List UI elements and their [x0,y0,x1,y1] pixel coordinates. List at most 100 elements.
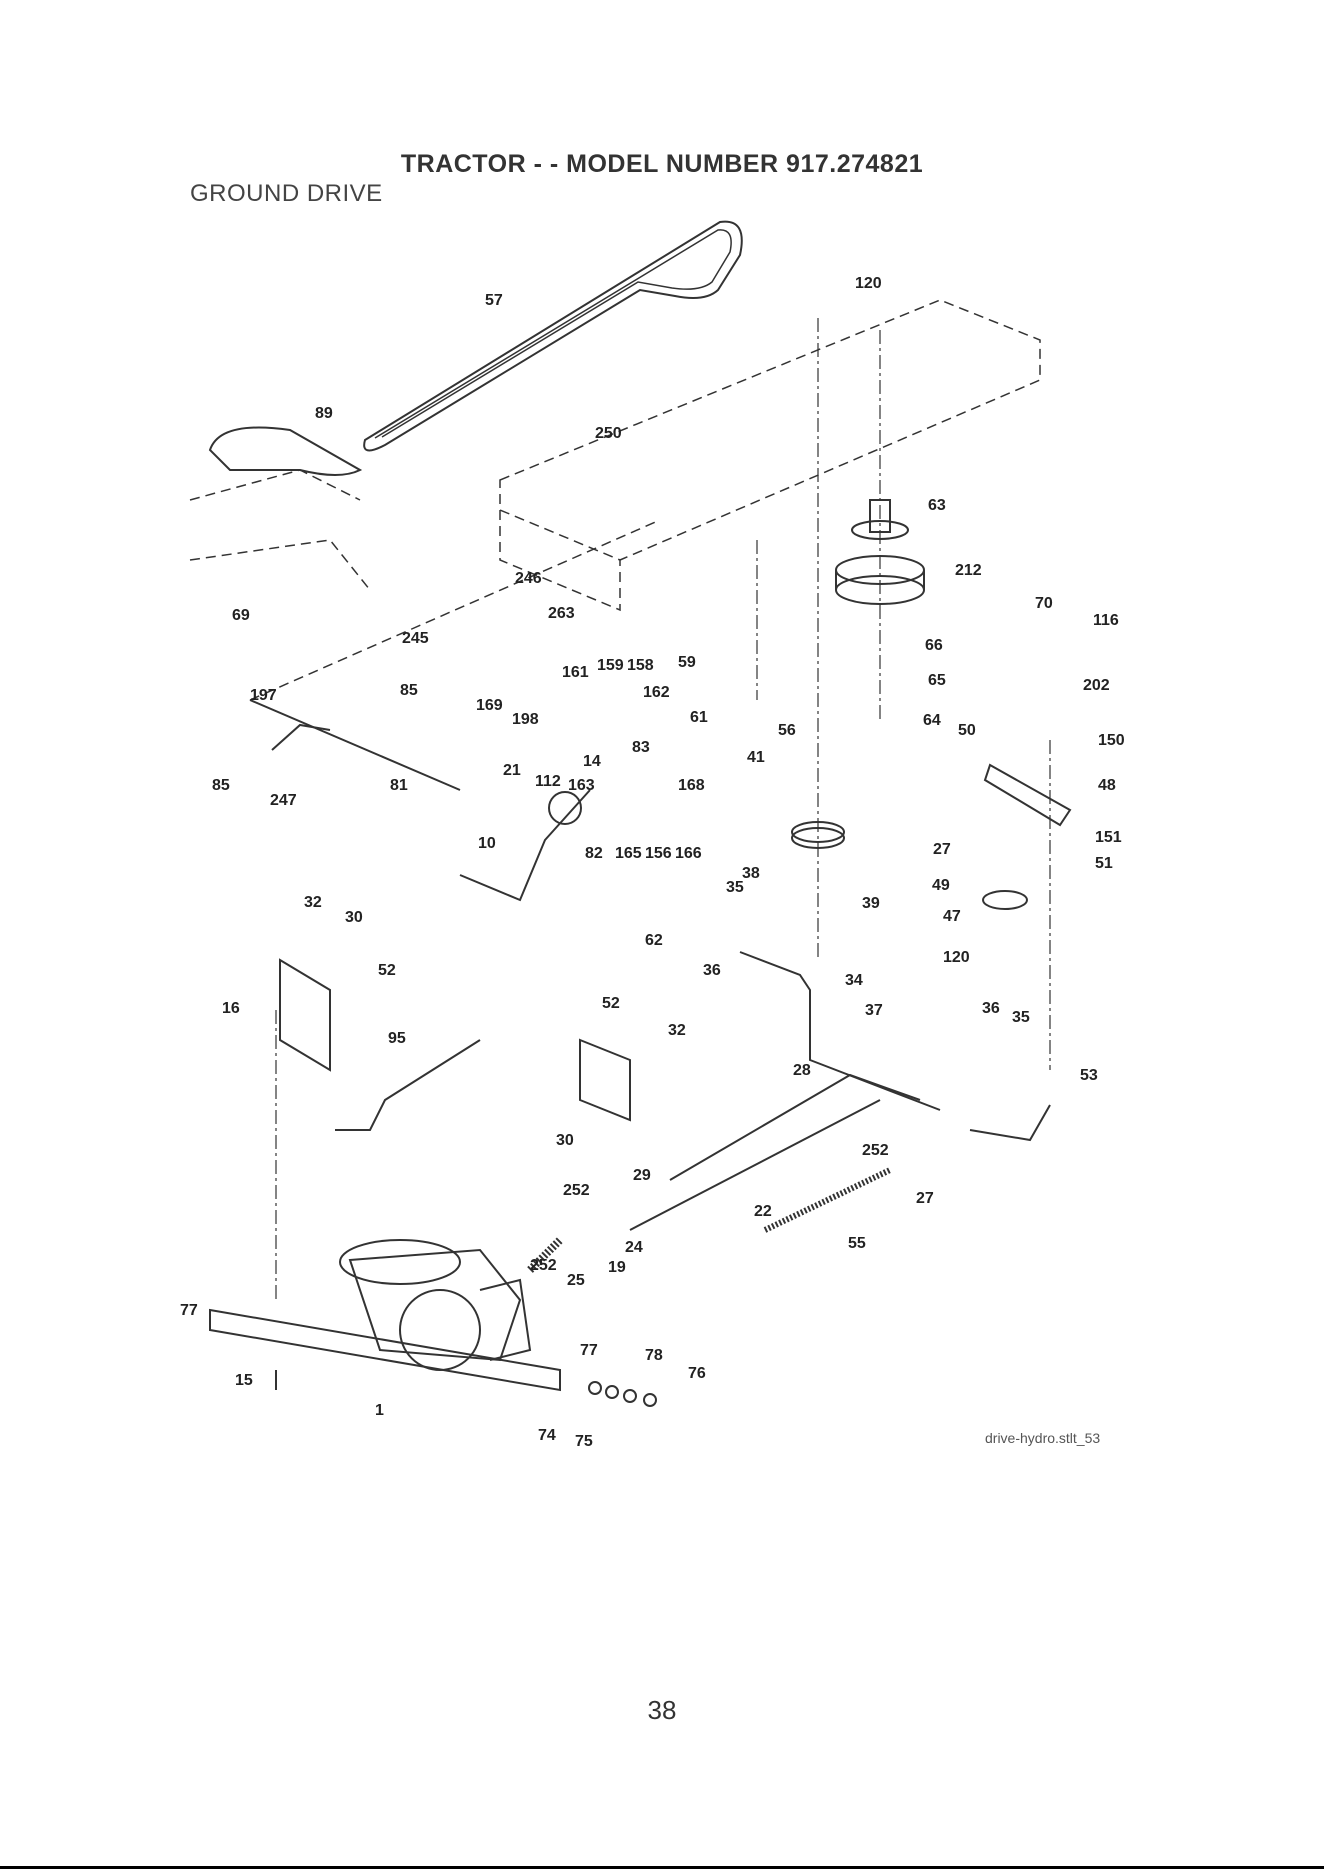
callout-labels: 57 120 89 250 63 212 70 116 69 246 263 2… [180,275,1125,1450]
linkage-rod-34 [739,951,941,1111]
callout-label: 82 [585,845,603,862]
callout-label: 57 [485,292,503,309]
callout-label: 35 [1012,1009,1030,1026]
callout-label: 70 [1035,595,1053,612]
callout-label: 151 [1095,829,1122,846]
callout-label: 112 [535,773,561,790]
callout-label: 53 [1080,1067,1098,1084]
idler-pulley-2 [982,890,1028,910]
callout-label: 56 [778,722,796,739]
callout-label: 55 [848,1235,866,1252]
callout-label: 252 [862,1142,889,1159]
callout-label: 36 [982,1000,1000,1017]
callout-label: 116 [1093,612,1119,629]
callout-label: 120 [855,275,882,292]
callout-label: 39 [862,895,880,912]
callout-label: 29 [633,1167,651,1184]
callout-label: 212 [955,562,982,579]
callout-label: 81 [390,777,408,794]
callout-label: 168 [678,777,705,794]
callout-label: 246 [515,570,542,587]
callout-label: 263 [548,605,575,622]
callout-label: 15 [235,1372,253,1389]
callout-label: 252 [530,1257,557,1274]
callout-label: 156 [645,845,672,862]
callout-label: 30 [556,1132,574,1149]
transaxle [209,1239,561,1392]
control-rod-95 [335,1039,481,1131]
shift-lever [459,789,591,902]
callout-label: 28 [793,1062,811,1079]
linkage-rod-22 [629,1099,881,1231]
callout-label: 63 [928,497,946,514]
callout-label: 150 [1098,732,1125,749]
callout-label: 245 [402,630,429,647]
callout-label: 22 [754,1203,772,1220]
callout-label: 47 [943,908,961,925]
callout-label: 163 [568,777,595,794]
callout-label: 77 [180,1302,198,1319]
callout-label: 32 [304,894,322,911]
callout-label: 27 [933,841,951,858]
callout-label: 95 [388,1030,406,1047]
idler-bracket [983,763,1072,827]
callout-label: 252 [563,1182,590,1199]
pulley-stack [835,499,925,605]
callout-label: 78 [645,1347,663,1364]
callout-label: 198 [512,711,539,728]
callout-label: 77 [580,1342,598,1359]
callout-label: 166 [675,845,702,862]
callout-label: 32 [668,1022,686,1039]
callout-label: 50 [958,722,976,739]
callout-label: 41 [747,749,765,766]
callout-label: 69 [232,607,250,624]
page-title: TRACTOR - - MODEL NUMBER 917.274821 [400,150,924,178]
callout-label: 158 [627,657,654,674]
callout-label: 162 [643,684,670,701]
callout-label: 16 [222,1000,240,1017]
callout-label: 37 [865,1002,883,1019]
callout-label: 165 [615,845,642,862]
callout-label: 48 [1098,777,1116,794]
callout-label: 30 [345,909,363,926]
callout-label: 61 [690,709,708,726]
callout-label: 197 [250,687,277,704]
callout-label: 75 [575,1433,593,1450]
callout-label: 83 [632,739,650,756]
callout-label: 25 [567,1272,585,1289]
callout-label: 10 [478,835,496,852]
callout-label: 85 [400,682,418,699]
callout-label: 62 [645,932,663,949]
callout-label: 36 [703,962,721,979]
section-title: GROUND DRIVE [190,180,383,207]
callout-label: 21 [503,762,521,779]
linkage-rod-28 [669,1073,921,1181]
callout-label: 64 [923,712,941,729]
callout-label: 1 [375,1402,384,1419]
callout-label: 49 [932,877,950,894]
callout-label: 76 [688,1365,706,1382]
mount-bracket-left [279,958,331,1072]
callout-label: 120 [943,949,970,966]
brake-rod [249,699,461,791]
pedal-cover [208,426,363,476]
callout-label: 74 [538,1427,556,1444]
callout-label: 24 [625,1239,643,1256]
callout-label: 85 [212,777,230,794]
callout-label: 38 [742,865,760,882]
callout-label: 52 [602,995,620,1012]
page-number: 38 [647,1695,677,1725]
callout-label: 51 [1095,855,1113,872]
spring-25 [527,1237,563,1273]
rod-53 [969,1104,1051,1142]
callout-label: 66 [925,637,943,654]
callout-label: 59 [678,654,696,671]
callout-label: 169 [476,697,503,714]
spring-55 [763,1167,892,1233]
callout-label: 250 [595,425,622,442]
callout-label: 65 [928,672,946,689]
callout-label: 247 [270,792,297,809]
callout-label: 161 [562,664,589,681]
callout-label: 27 [916,1190,934,1207]
